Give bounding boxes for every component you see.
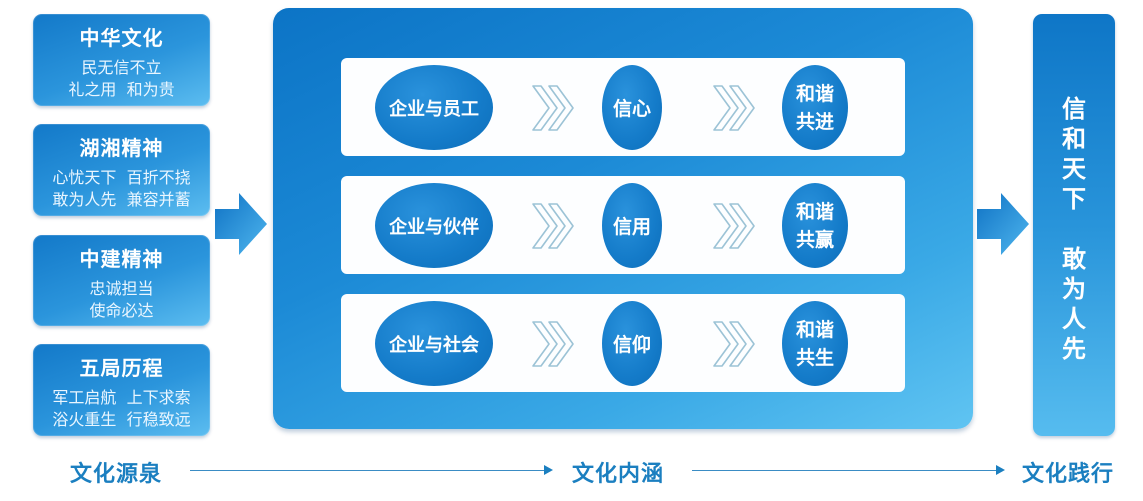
flow-line (190, 470, 544, 471)
source-box-huxiang-spirit: 湖湘精神 心忧天下 百折不挠 敢为人先 兼容并蓄 (33, 124, 210, 216)
source-line: 忠诚担当 (89, 279, 154, 298)
practice-char: 为 (1062, 275, 1086, 303)
subject-oval: 企业与伙伴 (375, 183, 493, 268)
outcome-oval: 和谐 共赢 (782, 183, 848, 268)
outcome-line: 共生 (795, 346, 834, 369)
connotation-row-partners: 企业与伙伴 信用 和谐 共赢 (341, 176, 905, 274)
flow-stage-connotation: 文化内涵 (572, 462, 665, 487)
practice-char: 人 (1062, 305, 1086, 333)
double-chevron-icon (532, 321, 574, 367)
outcome-line: 共赢 (795, 228, 834, 251)
flow-stage-practice: 文化践行 (1022, 462, 1115, 487)
outcome-oval: 和谐 共生 (782, 301, 848, 386)
double-chevron-icon (713, 203, 755, 249)
source-line: 使命必达 (89, 301, 154, 320)
practice-char: 敢 (1062, 245, 1086, 273)
source-box-cscec-spirit: 中建精神 忠诚担当 使命必达 (33, 235, 210, 326)
practice-char: 天 (1062, 155, 1086, 183)
arrowhead-icon (544, 465, 553, 475)
double-chevron-icon (713, 321, 755, 367)
right-block-arrow-icon (977, 193, 1029, 255)
source-line: 军工启航 上下求索 (52, 388, 191, 407)
value-oval: 信用 (602, 183, 662, 268)
source-line: 敢为人先 兼容并蓄 (52, 190, 191, 209)
source-title: 中华文化 (79, 26, 164, 50)
outcome-line: 共进 (795, 110, 834, 133)
double-chevron-icon (532, 203, 574, 249)
outcome-oval: 和谐 共进 (782, 65, 848, 150)
practice-char: 信 (1062, 95, 1086, 123)
source-title: 湖湘精神 (79, 136, 164, 160)
source-box-chinese-culture: 中华文化 民无信不立 礼之用 和为贵 (33, 14, 210, 106)
source-line: 礼之用 和为贵 (68, 80, 175, 99)
practice-char: 和 (1062, 125, 1086, 153)
culture-connotation-panel: 企业与员工 信心 和谐 共进 企业与伙伴 信用 (273, 8, 973, 429)
outcome-line: 和谐 (795, 318, 834, 341)
outcome-line: 和谐 (795, 200, 834, 223)
flow-line (692, 470, 996, 471)
source-line: 心忧天下 百折不挠 (52, 168, 191, 187)
value-oval: 信仰 (602, 301, 662, 386)
practice-char: 下 (1062, 185, 1086, 213)
arrowhead-icon (996, 465, 1005, 475)
double-chevron-icon (532, 85, 574, 131)
double-chevron-icon (713, 85, 755, 131)
subject-oval: 企业与社会 (375, 301, 493, 386)
source-title: 五局历程 (79, 356, 164, 380)
right-block-arrow-icon (215, 193, 267, 255)
value-oval: 信心 (602, 65, 662, 150)
subject-oval: 企业与员工 (375, 65, 493, 150)
source-title: 中建精神 (79, 247, 164, 271)
connotation-row-society: 企业与社会 信仰 和谐 共生 (341, 294, 905, 392)
culture-practice-box: 信 和 天 下 敢 为 人 先 (1033, 14, 1115, 436)
source-line: 民无信不立 (81, 58, 162, 77)
connotation-row-employees: 企业与员工 信心 和谐 共进 (341, 58, 905, 156)
flow-stage-source: 文化源泉 (70, 462, 163, 487)
source-box-fifth-bureau-history: 五局历程 军工启航 上下求索 浴火重生 行稳致远 (33, 344, 210, 436)
outcome-line: 和谐 (795, 82, 834, 105)
source-line: 浴火重生 行稳致远 (52, 410, 191, 429)
practice-char: 先 (1062, 335, 1086, 363)
